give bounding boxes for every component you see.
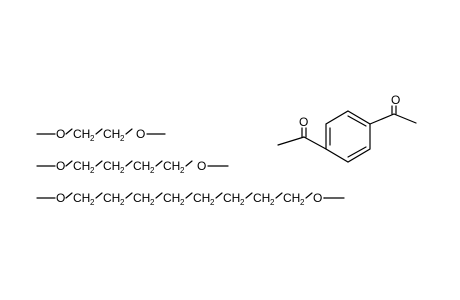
bond bbox=[65, 192, 73, 199]
bond bbox=[155, 160, 163, 167]
ring-double-bond bbox=[347, 115, 367, 127]
oxygen-atom: O bbox=[56, 159, 65, 173]
subscript-two: 2 bbox=[90, 198, 95, 207]
bond bbox=[95, 128, 103, 135]
bond bbox=[125, 160, 133, 167]
ring-double-bond bbox=[347, 146, 367, 158]
methylene-group: CH bbox=[133, 191, 150, 205]
polyether-chain-medium: O CH 2 CH 2 CH 2 CH 2 O bbox=[36, 159, 229, 175]
bond bbox=[65, 160, 73, 167]
subscript-two: 2 bbox=[180, 166, 185, 175]
subscript-two: 2 bbox=[90, 166, 95, 175]
subscript-two: 2 bbox=[300, 198, 305, 207]
methylene-group: CH bbox=[73, 159, 90, 173]
methylene-group: CH bbox=[163, 191, 180, 205]
subscript-two: 2 bbox=[180, 198, 185, 207]
oxygen-atom: O bbox=[197, 159, 206, 173]
benzene-ring bbox=[325, 110, 371, 163]
bond bbox=[65, 128, 73, 135]
subscript-two: 2 bbox=[120, 198, 125, 207]
bond bbox=[155, 192, 163, 199]
methylene-group: CH bbox=[73, 127, 90, 141]
oxygen-atom: O bbox=[56, 191, 65, 205]
methylene-group: CH bbox=[223, 191, 240, 205]
bond bbox=[185, 160, 193, 167]
methylene-group: CH bbox=[193, 191, 210, 205]
bond bbox=[215, 192, 223, 199]
polyether-chain-short: O CH 2 CH 2 O bbox=[36, 127, 166, 143]
bond bbox=[185, 192, 193, 199]
bond bbox=[245, 192, 253, 199]
bond-ring-to-carbonyl bbox=[369, 113, 395, 125]
carbonyl-oxygen-left: O bbox=[299, 115, 308, 129]
subscript-two: 2 bbox=[150, 166, 155, 175]
oxygen-atom: O bbox=[313, 191, 322, 205]
polyether-chain-long: O CH 2 CH 2 CH 2 CH 2 CH 2 CH 2 CH 2 CH … bbox=[36, 191, 345, 207]
subscript-two: 2 bbox=[150, 198, 155, 207]
subscript-two: 2 bbox=[120, 134, 125, 143]
bond bbox=[95, 160, 103, 167]
bond bbox=[125, 192, 133, 199]
methylene-group: CH bbox=[73, 191, 90, 205]
subscript-two: 2 bbox=[240, 198, 245, 207]
methylene-group: CH bbox=[163, 159, 180, 173]
oxygen-atom: O bbox=[136, 127, 145, 141]
bond bbox=[275, 192, 283, 199]
bond-ring-to-carbonyl bbox=[303, 136, 327, 150]
bond bbox=[95, 192, 103, 199]
methylene-group: CH bbox=[283, 191, 300, 205]
bond-carbonyl-to-methyl bbox=[393, 113, 417, 124]
bond bbox=[125, 128, 133, 135]
methylene-group: CH bbox=[103, 191, 120, 205]
oxygen-atom: O bbox=[56, 127, 65, 141]
diacetylbenzene-molecule: O O bbox=[277, 93, 417, 163]
subscript-two: 2 bbox=[120, 166, 125, 175]
methylene-group: CH bbox=[103, 159, 120, 173]
bond-carbonyl-to-methyl bbox=[277, 136, 305, 146]
bond bbox=[305, 192, 313, 199]
methylene-group: CH bbox=[133, 159, 150, 173]
subscript-two: 2 bbox=[270, 198, 275, 207]
carbonyl-oxygen-right: O bbox=[391, 93, 400, 107]
methylene-group: CH bbox=[103, 127, 120, 141]
methylene-group: CH bbox=[253, 191, 270, 205]
subscript-two: 2 bbox=[210, 198, 215, 207]
subscript-two: 2 bbox=[90, 134, 95, 143]
